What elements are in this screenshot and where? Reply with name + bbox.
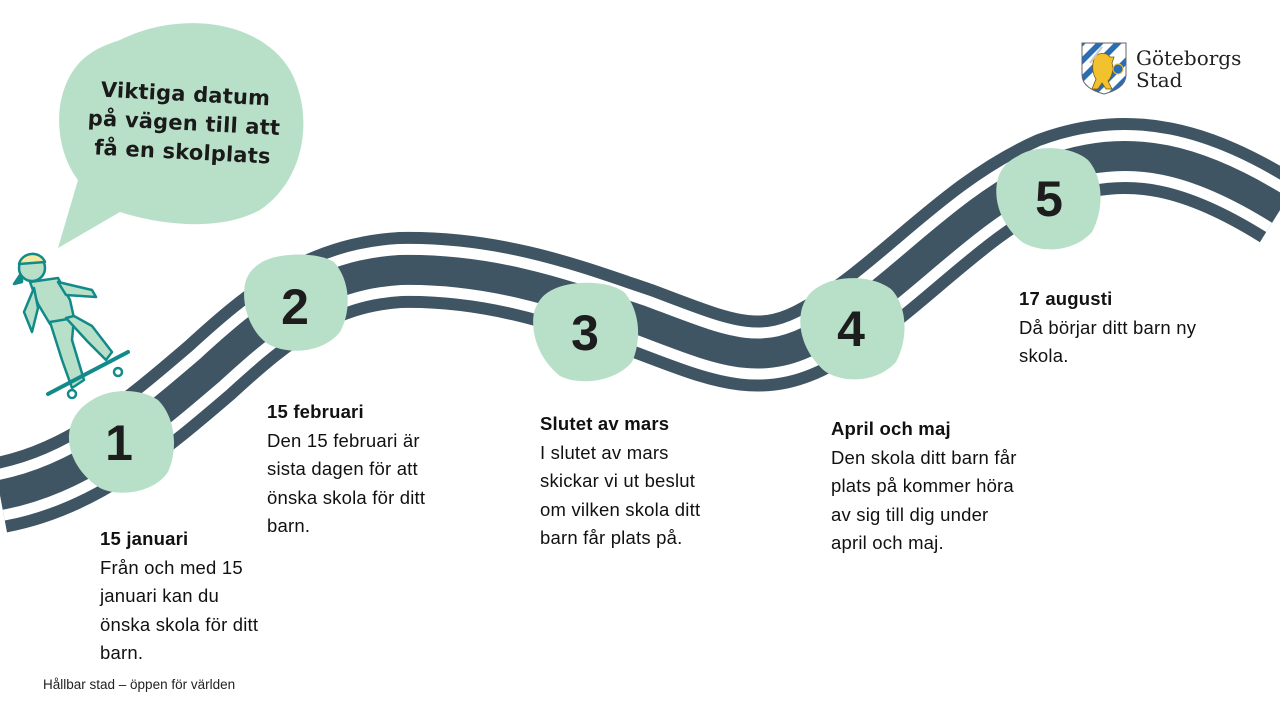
step-4-number: 4 [837, 301, 865, 357]
step-3-body: I slutet av mars skickar vi ut beslut om… [540, 441, 701, 549]
step-2-title: 15 februari [267, 401, 364, 422]
step-2-description: 15 februari Den 15 februari är sista dag… [267, 398, 425, 541]
step-3-number: 3 [571, 305, 599, 361]
step-3-title: Slutet av mars [540, 413, 670, 434]
step-2-body: Den 15 februari är sista dagen för att ö… [267, 429, 426, 537]
step-4-description: April och maj Den skola ditt barn får pl… [831, 415, 1017, 558]
logo-line-1: Göteborgs [1136, 46, 1242, 70]
step-2-number: 2 [281, 279, 309, 335]
step-4-body: Den skola ditt barn får plats på kommer … [831, 446, 1017, 554]
step-1-title: 15 januari [100, 528, 189, 549]
step-5-body: Då börjar ditt barn ny skola. [1019, 316, 1197, 367]
step-4-title: April och maj [831, 418, 951, 439]
goteborgs-stad-logo: Göteborgs Stad [1080, 41, 1250, 97]
footer-tagline: Hållbar stad – öppen för världen [43, 677, 236, 692]
logo-wordmark: Göteborgs Stad [1136, 47, 1241, 91]
step-5-title: 17 augusti [1019, 288, 1113, 309]
goteborg-coat-of-arms-icon [1081, 42, 1127, 95]
step-1-body: Från och med 15 januari kan du önska sko… [100, 556, 259, 664]
step-5-number: 5 [1035, 171, 1063, 227]
step-5-description: 17 augusti Då börjar ditt barn ny skola. [1019, 285, 1196, 371]
step-1-description: 15 januari Från och med 15 januari kan d… [100, 525, 258, 668]
speech-bubble-heading: Viktiga datum på vägen till att få en sk… [64, 74, 304, 173]
logo-line-2: Stad [1136, 68, 1183, 92]
step-1-number: 1 [105, 415, 133, 471]
step-3-description: Slutet av mars I slutet av mars skickar … [540, 410, 700, 553]
